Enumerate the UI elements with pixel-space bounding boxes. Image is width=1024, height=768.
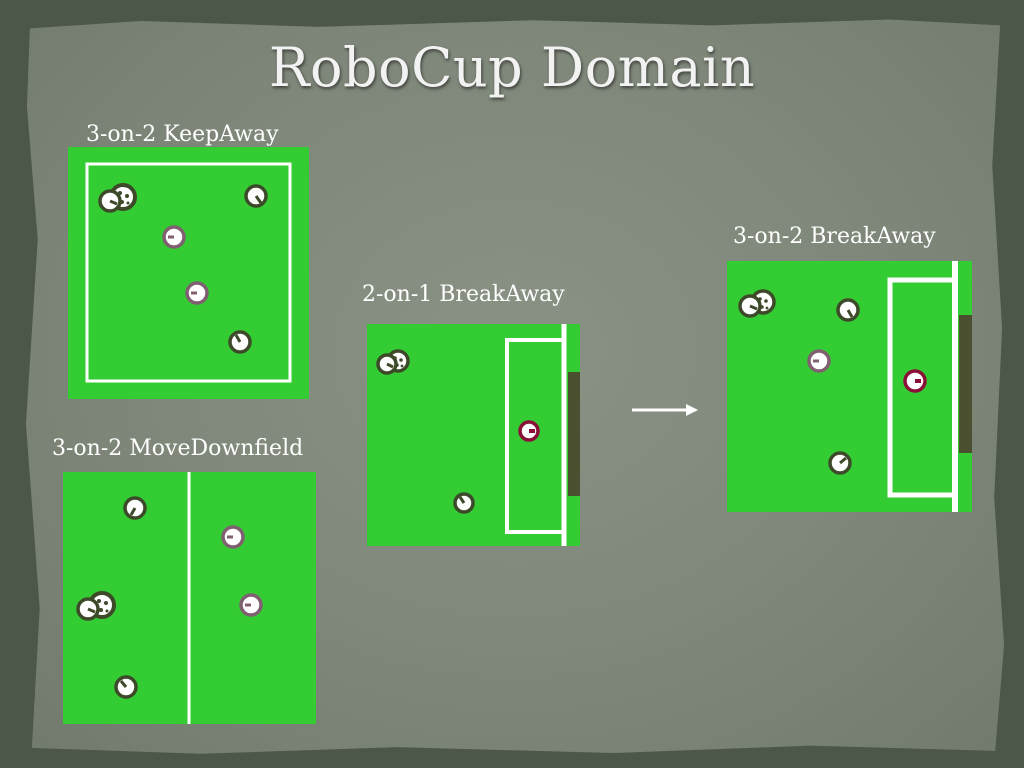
keeper-player-icon (828, 451, 852, 475)
keeper-player-icon (836, 298, 860, 322)
movedownfield-label: 3-on-2 MoveDownfield (52, 436, 304, 461)
keeper-player-icon (244, 184, 268, 208)
keeper-player-icon (453, 492, 475, 514)
taker-player-icon (162, 225, 186, 249)
breakaway21-field (367, 324, 580, 546)
goalie-player-icon (518, 420, 540, 442)
penalty-box (887, 277, 955, 498)
breakaway32-label: 3-on-2 BreakAway (733, 224, 936, 249)
taker-player-icon (221, 525, 245, 549)
keeper-player-icon (123, 496, 147, 520)
keeper-player-icon (376, 353, 398, 375)
goal (959, 315, 972, 453)
keeper-player-icon (114, 675, 138, 699)
keepaway-label: 3-on-2 KeepAway (86, 122, 279, 147)
breakaway21-diagram (376, 324, 580, 546)
keepaway-field (68, 147, 309, 399)
goal (568, 372, 580, 496)
arrow-right-icon (632, 404, 698, 416)
taker-player-icon (185, 281, 209, 305)
breakaway21-label: 2-on-1 BreakAway (362, 282, 565, 307)
penalty-box (505, 338, 564, 534)
movedownfield-field (63, 472, 316, 724)
goalie-player-icon (903, 369, 927, 393)
taker-player-icon (239, 593, 263, 617)
breakaway32-diagram (738, 261, 972, 512)
taker-player-icon (807, 349, 831, 373)
slide-title: RoboCup Domain (268, 36, 756, 99)
keeper-player-icon (76, 597, 100, 621)
keeper-player-icon (228, 330, 252, 354)
keepaway-diagram (85, 162, 292, 383)
keeper-player-icon (98, 189, 122, 213)
keepaway-boundary (85, 162, 292, 383)
breakaway32-field (727, 261, 972, 512)
movedownfield-diagram (76, 472, 263, 724)
keeper-player-icon (738, 294, 762, 318)
